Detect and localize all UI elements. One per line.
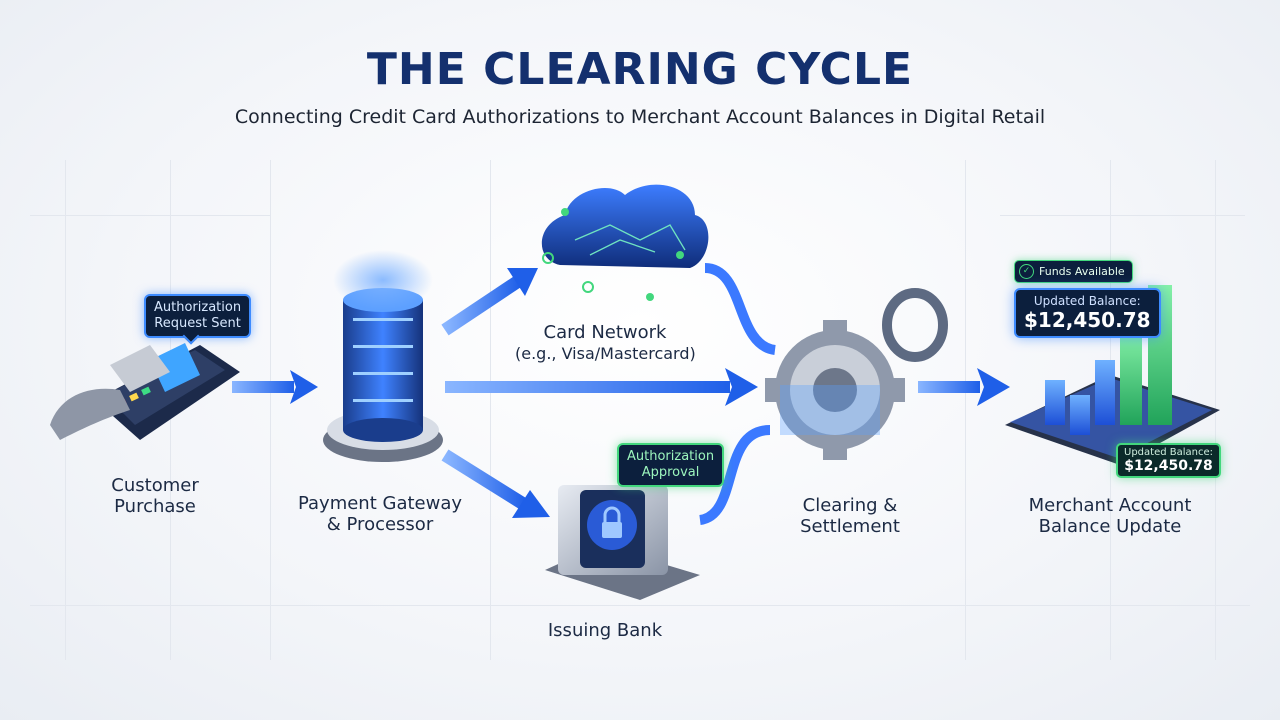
stage-label-example: (e.g., Visa/Mastercard) [515, 344, 696, 363]
callout-line: Authorization [627, 449, 715, 464]
globe-cloud-icon [541, 184, 709, 301]
balance-amount: $12,450.78 [1024, 308, 1151, 332]
gear-icon [765, 288, 948, 460]
bank-vault-lock-icon [545, 485, 700, 600]
stage-label-merchant: Merchant Account Balance Update [1020, 495, 1200, 537]
authorization-request-callout: Authorization Request Sent [144, 294, 252, 338]
stage-label-gateway: Payment Gateway & Processor [290, 493, 470, 535]
arrow-gateway-to-network [441, 268, 538, 336]
updated-balance-panel: Updated Balance: $12,450.78 [1014, 288, 1161, 338]
balance-caption: Updated Balance: [1124, 447, 1213, 458]
stage-label-line: Clearing & [802, 495, 898, 516]
arrow-network-to-clearing [704, 263, 777, 355]
server-stack-icon [323, 250, 443, 462]
arrow-bank-to-clearing [698, 425, 771, 525]
stage-label-line: Purchase [114, 496, 196, 517]
callout-line: Approval [641, 465, 700, 480]
grid-line [30, 215, 270, 216]
updated-balance-small-panel: Updated Balance: $12,450.78 [1116, 443, 1221, 478]
grid-line [30, 605, 1250, 606]
page-subtitle: Connecting Credit Card Authorizations to… [234, 106, 1046, 128]
funds-available-label: Funds Available [1039, 265, 1125, 278]
arrow-gateway-to-clearing [445, 368, 758, 406]
stage-label-line: Issuing Bank [547, 620, 663, 641]
stage-label-line: Card Network [543, 322, 667, 343]
authorization-approval-callout: Authorization Approval [617, 443, 725, 487]
arrow-gateway-to-bank [441, 449, 550, 518]
stage-label-bank: Issuing Bank [535, 620, 675, 641]
grid-line [1000, 215, 1245, 216]
grid-line [490, 160, 491, 660]
balance-amount: $12,450.78 [1124, 458, 1213, 474]
stage-label-customer: Customer Purchase [85, 475, 225, 517]
page-title: THE CLEARING CYCLE [366, 44, 914, 95]
callout-line: Authorization [154, 300, 242, 315]
balance-caption: Updated Balance: [1033, 294, 1141, 308]
callout-line: Request Sent [154, 316, 241, 331]
grid-line [270, 160, 271, 660]
check-circle-icon: ✓ [1019, 264, 1034, 279]
stage-label-network: Card Network (e.g., Visa/Mastercard) [515, 322, 696, 364]
arrow-customer-to-gateway [232, 370, 318, 404]
stage-label-line: & Processor [326, 514, 434, 535]
stage-label-clearing: Clearing & Settlement [780, 495, 920, 537]
stage-label-line: Balance Update [1038, 516, 1182, 537]
stage-label-line: Merchant Account [1028, 495, 1192, 516]
stage-label-line: Settlement [800, 516, 900, 537]
grid-line [965, 160, 966, 660]
payment-terminal-icon [50, 343, 240, 440]
stage-label-line: Payment Gateway [297, 493, 463, 514]
stage-label-line: Customer [111, 475, 199, 496]
funds-available-badge: ✓ Funds Available [1014, 260, 1133, 283]
arrow-clearing-to-merchant [918, 368, 1010, 406]
